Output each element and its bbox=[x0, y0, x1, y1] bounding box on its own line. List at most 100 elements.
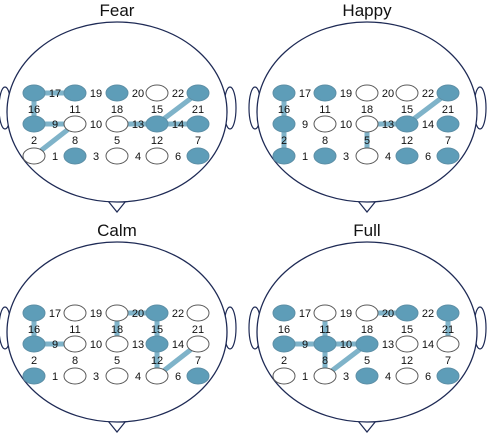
electrode-label-20: 20 bbox=[132, 88, 144, 100]
electrode-11 bbox=[63, 335, 87, 353]
electrode-19 bbox=[355, 304, 379, 322]
electrode-2 bbox=[272, 147, 296, 165]
electrode-4 bbox=[145, 147, 169, 165]
electrode-label-13: 13 bbox=[382, 339, 394, 351]
electrode-label-5: 5 bbox=[364, 355, 370, 367]
electrode-label-1: 1 bbox=[52, 371, 58, 383]
electrode-2 bbox=[272, 367, 296, 385]
electrode-label-10: 10 bbox=[90, 339, 102, 351]
electrode-1 bbox=[313, 367, 337, 385]
electrode-label-12: 12 bbox=[151, 135, 163, 147]
electrode-label-15: 15 bbox=[401, 104, 413, 116]
electrode-label-14: 14 bbox=[422, 119, 434, 131]
electrode-label-6: 6 bbox=[425, 151, 431, 163]
electrode-label-11: 11 bbox=[319, 104, 330, 116]
electrode-13 bbox=[395, 115, 419, 133]
electrode-13 bbox=[145, 115, 169, 133]
electrode-label-14: 14 bbox=[172, 339, 184, 351]
panel-title: Calm bbox=[97, 221, 137, 240]
electrode-label-2: 2 bbox=[281, 135, 287, 147]
electrode-7 bbox=[436, 367, 460, 385]
electrode-label-22: 22 bbox=[172, 308, 184, 320]
electrode-14 bbox=[186, 115, 210, 133]
electrode-label-3: 3 bbox=[343, 151, 349, 163]
panel-title: Happy bbox=[342, 1, 392, 20]
electrode-14 bbox=[436, 115, 460, 133]
electrode-label-4: 4 bbox=[385, 151, 391, 163]
electrode-label-17: 17 bbox=[299, 308, 311, 320]
electrode-label-10: 10 bbox=[340, 119, 352, 131]
electrode-20 bbox=[145, 304, 169, 322]
electrode-label-18: 18 bbox=[361, 324, 373, 336]
electrode-7 bbox=[186, 147, 210, 165]
electrode-label-15: 15 bbox=[401, 324, 413, 336]
electrode-13 bbox=[395, 335, 419, 353]
electrode-20 bbox=[395, 304, 419, 322]
electrode-label-16: 16 bbox=[278, 324, 290, 336]
electrode-label-19: 19 bbox=[340, 88, 352, 100]
electrode-label-2: 2 bbox=[31, 135, 37, 147]
electrode-7 bbox=[436, 147, 460, 165]
electrode-label-7: 7 bbox=[445, 135, 451, 147]
electrode-label-7: 7 bbox=[195, 135, 201, 147]
electrode-21 bbox=[186, 304, 210, 322]
electrode-label-13: 13 bbox=[132, 339, 144, 351]
electrode-label-16: 16 bbox=[28, 324, 40, 336]
electrode-9 bbox=[22, 335, 46, 353]
electrode-label-9: 9 bbox=[302, 339, 308, 351]
electrode-11 bbox=[63, 115, 87, 133]
electrode-label-3: 3 bbox=[343, 371, 349, 383]
electrode-16 bbox=[272, 84, 296, 102]
electrode-label-8: 8 bbox=[322, 355, 328, 367]
electrode-3 bbox=[355, 367, 379, 385]
electrode-10 bbox=[105, 115, 129, 133]
electrode-label-21: 21 bbox=[442, 324, 454, 336]
electrode-2 bbox=[22, 367, 46, 385]
electrode-3 bbox=[105, 147, 129, 165]
electrode-label-6: 6 bbox=[175, 151, 181, 163]
electrode-label-20: 20 bbox=[382, 308, 394, 320]
electrode-13 bbox=[145, 335, 169, 353]
electrode-9 bbox=[272, 335, 296, 353]
electrode-label-22: 22 bbox=[172, 88, 184, 100]
electrode-16 bbox=[22, 84, 46, 102]
electrode-19 bbox=[355, 84, 379, 102]
electrode-label-17: 17 bbox=[49, 308, 61, 320]
electrode-label-10: 10 bbox=[90, 119, 102, 131]
electrode-2 bbox=[22, 147, 46, 165]
electrode-21 bbox=[436, 304, 460, 322]
electrode-10 bbox=[355, 335, 379, 353]
electrode-label-19: 19 bbox=[340, 308, 352, 320]
electrode-label-6: 6 bbox=[425, 371, 431, 383]
electrode-label-1: 1 bbox=[52, 151, 58, 163]
electrode-label-2: 2 bbox=[31, 355, 37, 367]
electrode-7 bbox=[186, 367, 210, 385]
electrode-label-7: 7 bbox=[195, 355, 201, 367]
electrode-label-20: 20 bbox=[132, 308, 144, 320]
electrode-label-3: 3 bbox=[93, 151, 99, 163]
electrode-label-5: 5 bbox=[114, 135, 120, 147]
electrode-label-11: 11 bbox=[69, 324, 80, 336]
electrode-label-1: 1 bbox=[302, 151, 308, 163]
electrode-19 bbox=[105, 84, 129, 102]
electrode-label-4: 4 bbox=[135, 371, 141, 383]
electrode-10 bbox=[105, 335, 129, 353]
electrode-label-12: 12 bbox=[151, 355, 163, 367]
electrode-1 bbox=[63, 367, 87, 385]
electrode-label-5: 5 bbox=[364, 135, 370, 147]
electrode-label-18: 18 bbox=[111, 104, 123, 116]
electrode-20 bbox=[145, 84, 169, 102]
electrode-label-9: 9 bbox=[302, 119, 308, 131]
electrode-21 bbox=[186, 84, 210, 102]
electrode-19 bbox=[105, 304, 129, 322]
electrode-4 bbox=[395, 367, 419, 385]
electrode-label-8: 8 bbox=[72, 135, 78, 147]
electrode-label-17: 17 bbox=[299, 88, 311, 100]
electrode-label-15: 15 bbox=[151, 324, 163, 336]
electrode-label-18: 18 bbox=[361, 104, 373, 116]
electrode-label-13: 13 bbox=[132, 119, 144, 131]
electrode-21 bbox=[436, 84, 460, 102]
head-outline bbox=[256, 21, 478, 203]
